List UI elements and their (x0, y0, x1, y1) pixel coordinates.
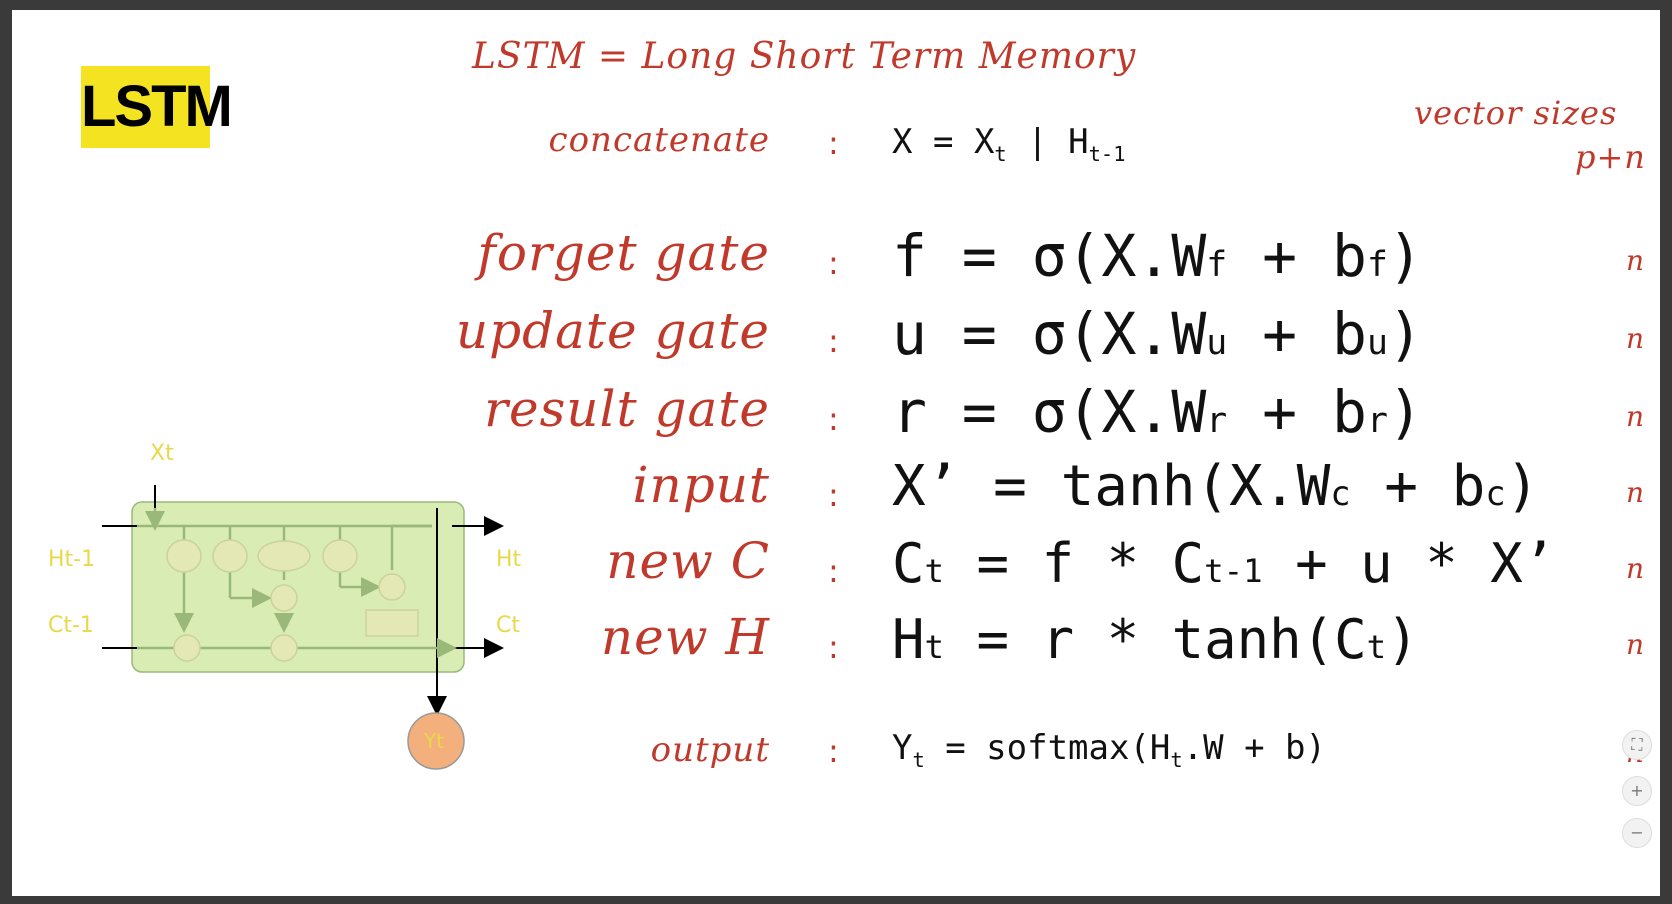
lstm-badge: LSTM (81, 66, 233, 148)
forget-gate-equation: f = σ(X.Wf + bf) (892, 222, 1423, 290)
slide: LSTM = Long Short Term Memory LSTM vecto… (12, 10, 1660, 896)
eq-sep: | (1027, 122, 1048, 162)
fit-screen-button[interactable]: ⛶ (1622, 730, 1652, 760)
colon: : (828, 400, 839, 438)
new-h-label: new H (600, 608, 770, 666)
result-gate-equation: r = σ(X.Wr + br) (892, 378, 1423, 446)
colon: : (828, 124, 839, 162)
new-c-label: new C (606, 532, 770, 590)
lstm-cell-diagram: Xt Ht-1 Ct-1 Ht Ct Yt (48, 441, 522, 770)
eq-xt: X (973, 122, 995, 162)
vector-sizes-value: p+n (1575, 138, 1646, 176)
update-gate-label: update gate (455, 302, 770, 360)
result-gate-label: result gate (484, 380, 770, 438)
colon: : (828, 628, 839, 666)
size-label: n (1626, 628, 1646, 661)
size-label: n (1626, 322, 1646, 355)
yt-label: Yt (423, 729, 444, 753)
eq-h: H (1068, 122, 1089, 162)
vector-sizes-label: vector sizes (1414, 94, 1618, 132)
new-c-equation: Ct = f * Ct-1 + u * X’ (892, 532, 1556, 595)
ct-label: Ct (496, 613, 520, 638)
concatenate-label: concatenate (548, 120, 770, 160)
colon: : (828, 476, 839, 514)
slide-title: LSTM = Long Short Term Memory (472, 36, 1137, 77)
eq-xt-sub: t (994, 141, 1007, 166)
input-equation: X’ = tanh(X.Wc + bc) (892, 454, 1540, 519)
new-h-equation: Ht = r * tanh(Ct) (892, 608, 1419, 671)
size-label: n (1626, 244, 1646, 277)
ct-prev-label: Ct-1 (48, 613, 94, 638)
forget-gate-label: forget gate (477, 224, 770, 282)
yt-node (407, 712, 465, 770)
eq-h-sub: t-1 (1088, 141, 1126, 166)
update-gate-equation: u = σ(X.Wu + bu) (892, 300, 1423, 368)
size-label: n (1626, 400, 1646, 433)
ht-label: Ht (496, 547, 522, 572)
colon: : (828, 732, 839, 770)
input-label: input (632, 456, 770, 514)
size-label: n (1626, 552, 1646, 585)
size-label: n (1626, 476, 1646, 509)
output-label: output (650, 730, 770, 770)
colon: : (828, 244, 839, 282)
eq-op: = (932, 122, 954, 162)
ht-prev-label: Ht-1 (48, 547, 95, 572)
eq-x: X (892, 122, 913, 162)
concatenate-equation: X = Xt | Ht-1 (892, 122, 1125, 166)
output-equation: Yt = softmax(Ht.W + b) (892, 728, 1326, 772)
colon: : (828, 322, 839, 360)
zoom-out-button[interactable]: − (1622, 818, 1652, 848)
colon: : (828, 552, 839, 590)
xt-label: Xt (150, 441, 174, 466)
zoom-in-button[interactable]: + (1622, 776, 1652, 806)
